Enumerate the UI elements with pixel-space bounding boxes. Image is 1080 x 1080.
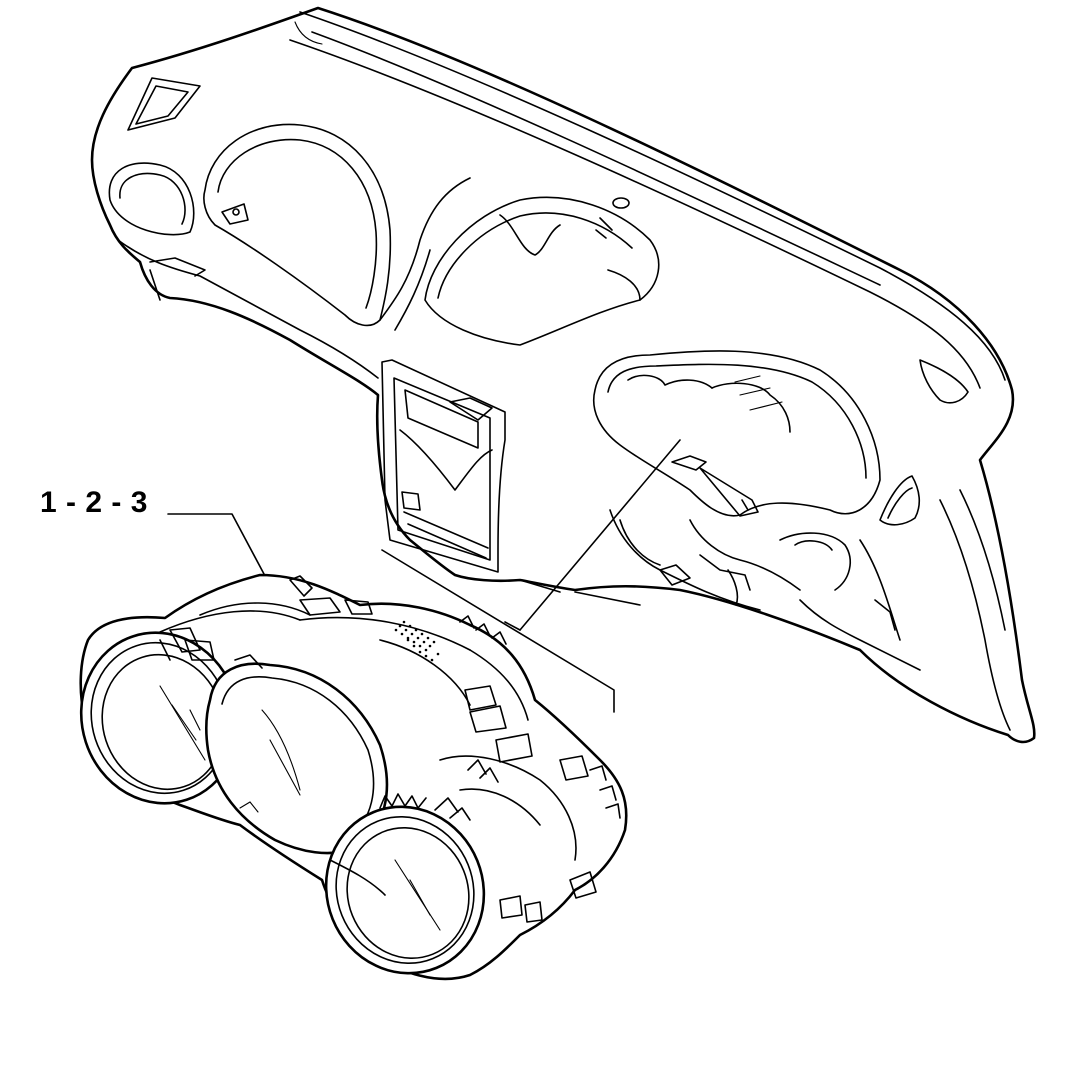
explosion-line-right xyxy=(519,439,681,631)
dashboard-panel xyxy=(90,6,1036,744)
callout-leader-line xyxy=(167,513,265,575)
leader-lines xyxy=(167,439,681,713)
part-callout-label: 1 - 2 - 3 xyxy=(40,486,148,519)
grille-dots xyxy=(394,620,440,662)
explosion-line-left xyxy=(381,549,615,713)
instrument-cluster xyxy=(79,573,628,981)
